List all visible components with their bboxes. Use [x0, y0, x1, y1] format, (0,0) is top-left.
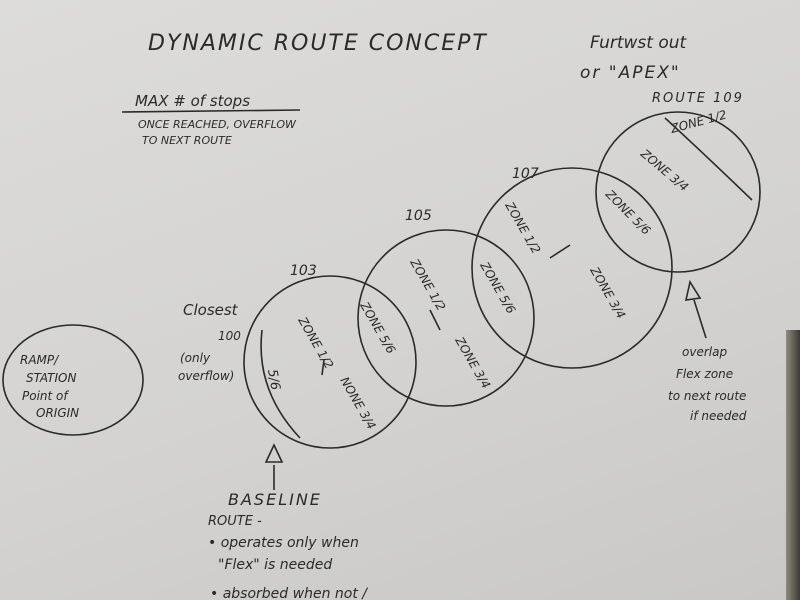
baseline-sub: ROUTE - [208, 514, 262, 529]
max-stops-note: ONCE REACHED, OVERFLOW [138, 118, 297, 131]
zone-label: ZONE 3/4 [452, 334, 493, 392]
route-107-label: 107 [512, 166, 539, 182]
origin-label: ORIGIN [36, 406, 79, 420]
route-100-arc [260, 329, 301, 439]
origin-label: RAMP/ [20, 353, 60, 367]
zone-label: NONE 3/4 [337, 375, 378, 432]
route-103-circle [243, 275, 417, 449]
apex-label: Furtwst out [590, 33, 688, 53]
route-105-label: 105 [405, 208, 432, 224]
route-100-label: 100 [218, 329, 241, 343]
route-100-note: overflow) [178, 369, 234, 383]
route-100-note: (only [180, 351, 211, 365]
baseline-bullet: • absorbed when not / [210, 586, 368, 600]
overlap-arrow [684, 279, 707, 339]
zone-label: ZONE 1/2 [407, 256, 448, 314]
divider [549, 244, 571, 259]
zone-label: ZONE 1/2 [502, 199, 543, 257]
divider [664, 117, 753, 201]
closest-label: Closest [183, 301, 239, 319]
route-109-circle [595, 111, 761, 273]
route-103-label: 103 [290, 263, 317, 279]
max-stops-note: TO NEXT ROUTE [142, 134, 232, 147]
diagram-title: DYNAMIC ROUTE CONCEPT [148, 31, 488, 56]
baseline-heading: BASELINE [228, 490, 322, 509]
baseline-bullet: • operates only when [208, 535, 359, 551]
overlap-note: to next route [668, 389, 746, 403]
route-105-circle [357, 229, 535, 407]
zone-label: ZONE 5/6 [602, 187, 653, 238]
zone-label: ZONE 5/6 [477, 259, 518, 317]
overlap-note: if needed [690, 409, 747, 423]
table-edge [786, 330, 800, 600]
origin-circle [2, 324, 144, 436]
zone-label: ZONE 1/2 [295, 314, 336, 372]
overlap-note: overlap [682, 345, 727, 359]
route-109-label: ROUTE 109 [652, 91, 744, 106]
zone-label: ZONE 3/4 [587, 264, 628, 322]
max-stops-heading: MAX # of stops [135, 92, 250, 110]
max-stops-underline [121, 109, 301, 113]
route-107-circle [471, 167, 673, 369]
divider [321, 359, 325, 376]
zone-label: ZONE 3/4 [637, 146, 691, 194]
zone-label: 5/6 [264, 368, 282, 391]
baseline-bullet: "Flex" is needed [218, 557, 332, 573]
origin-label: Point of [22, 389, 69, 403]
apex-label: or "APEX" [580, 63, 681, 83]
overlap-note: Flex zone [676, 367, 733, 381]
baseline-arrow [264, 443, 284, 490]
divider [429, 309, 441, 331]
origin-label: STATION [26, 371, 76, 385]
